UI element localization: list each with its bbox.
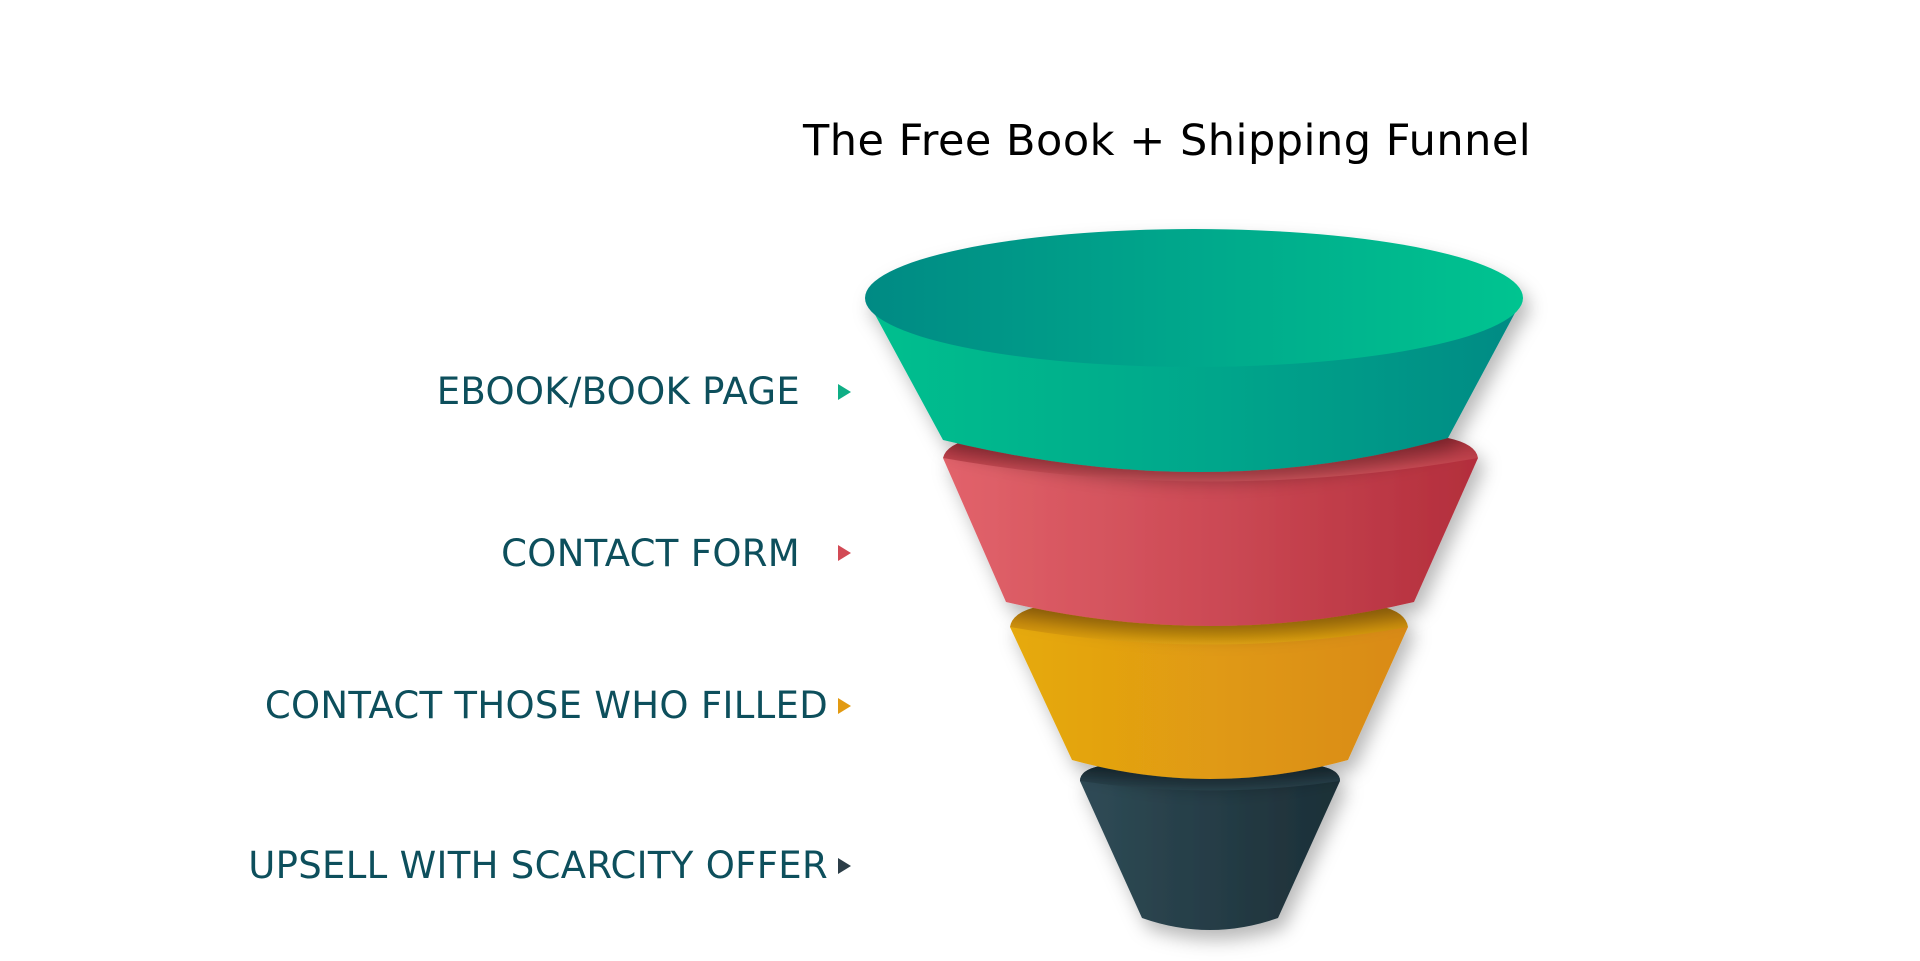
diagram-title: The Free Book + Shipping Funnel xyxy=(803,116,1532,166)
stage-label-contact-those-who-filled: CONTACT THOSE WHO FILLED xyxy=(264,684,828,727)
stage-4-arrow-icon xyxy=(838,858,851,874)
funnel-stage-4 xyxy=(1080,759,1340,930)
funnel-stage-1 xyxy=(865,229,1523,473)
stage-3-arrow-icon xyxy=(838,698,851,714)
stage-label-contact-form: CONTACT FORM xyxy=(501,532,800,575)
stage-label-upsell-with-scarcity-offer: UPSELL WITH SCARCITY OFFER xyxy=(248,844,828,887)
stage-label-ebook-book-page: EBOOK/BOOK PAGE xyxy=(436,370,800,413)
stage-2-arrow-icon xyxy=(838,545,851,561)
stage-1-arrow-icon xyxy=(838,384,851,400)
